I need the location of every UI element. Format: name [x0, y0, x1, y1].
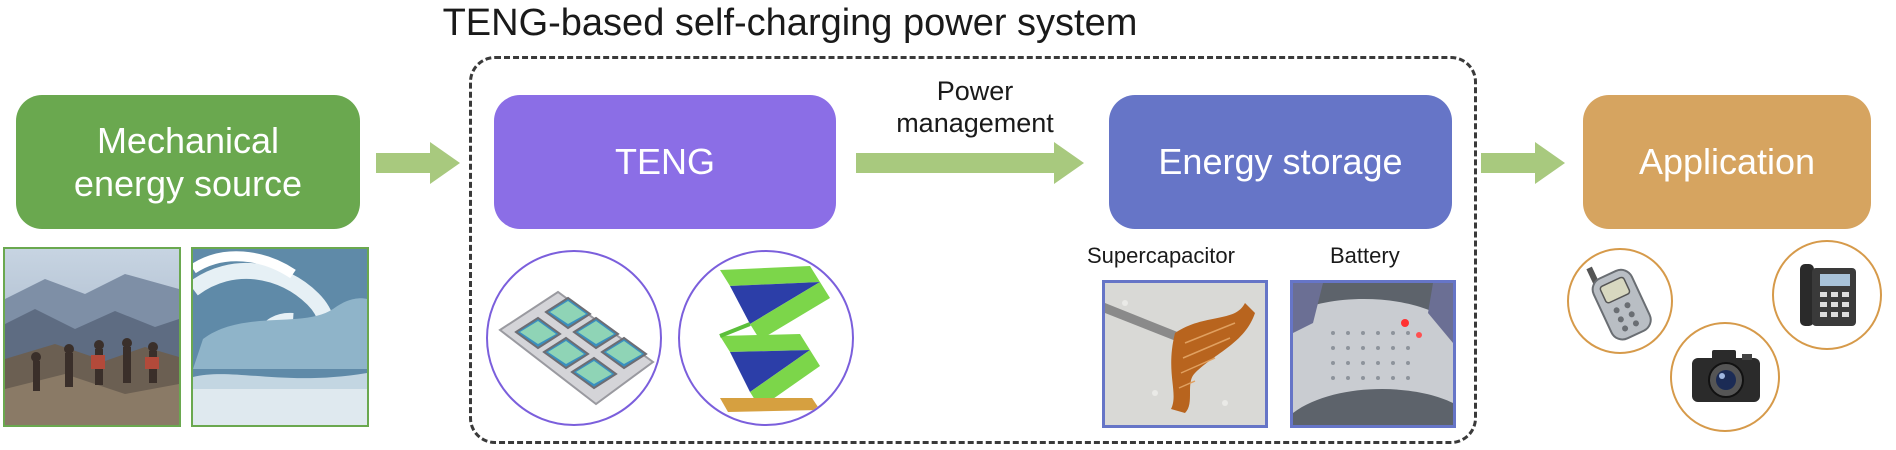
arrow-mechanical-to-teng	[376, 142, 460, 184]
energy-storage-label: Energy storage	[1158, 141, 1403, 183]
teng-zigzag-structure	[678, 250, 854, 426]
energy-storage-box: Energy storage	[1109, 95, 1452, 229]
supercapacitor-photo	[1102, 280, 1268, 428]
teng-label: TENG	[614, 141, 715, 183]
walkie-talkie-device	[1567, 248, 1673, 354]
diagram-title: TENG-based self-charging power system	[442, 2, 1138, 44]
teng-box: TENG	[494, 95, 836, 229]
arrow-teng-to-storage	[856, 142, 1084, 184]
arrow-storage-to-application	[1481, 142, 1565, 184]
application-box: Application	[1583, 95, 1871, 229]
hikers-photo	[3, 247, 181, 427]
power-management-label: Power management	[896, 76, 1054, 139]
mechanical-energy-source-label: Mechanical energy source	[73, 119, 303, 204]
teng-array-structure	[486, 250, 662, 426]
battery-photo	[1290, 280, 1456, 428]
battery-caption: Battery	[1330, 243, 1400, 268]
application-label: Application	[1638, 141, 1816, 183]
ocean-wave-photo	[191, 247, 369, 427]
desk-phone-device	[1772, 240, 1882, 350]
mechanical-energy-source-box: Mechanical energy source	[16, 95, 360, 229]
self-charging-system-frame	[469, 56, 1477, 444]
supercapacitor-caption: Supercapacitor	[1087, 243, 1235, 268]
camera-device	[1670, 322, 1780, 432]
